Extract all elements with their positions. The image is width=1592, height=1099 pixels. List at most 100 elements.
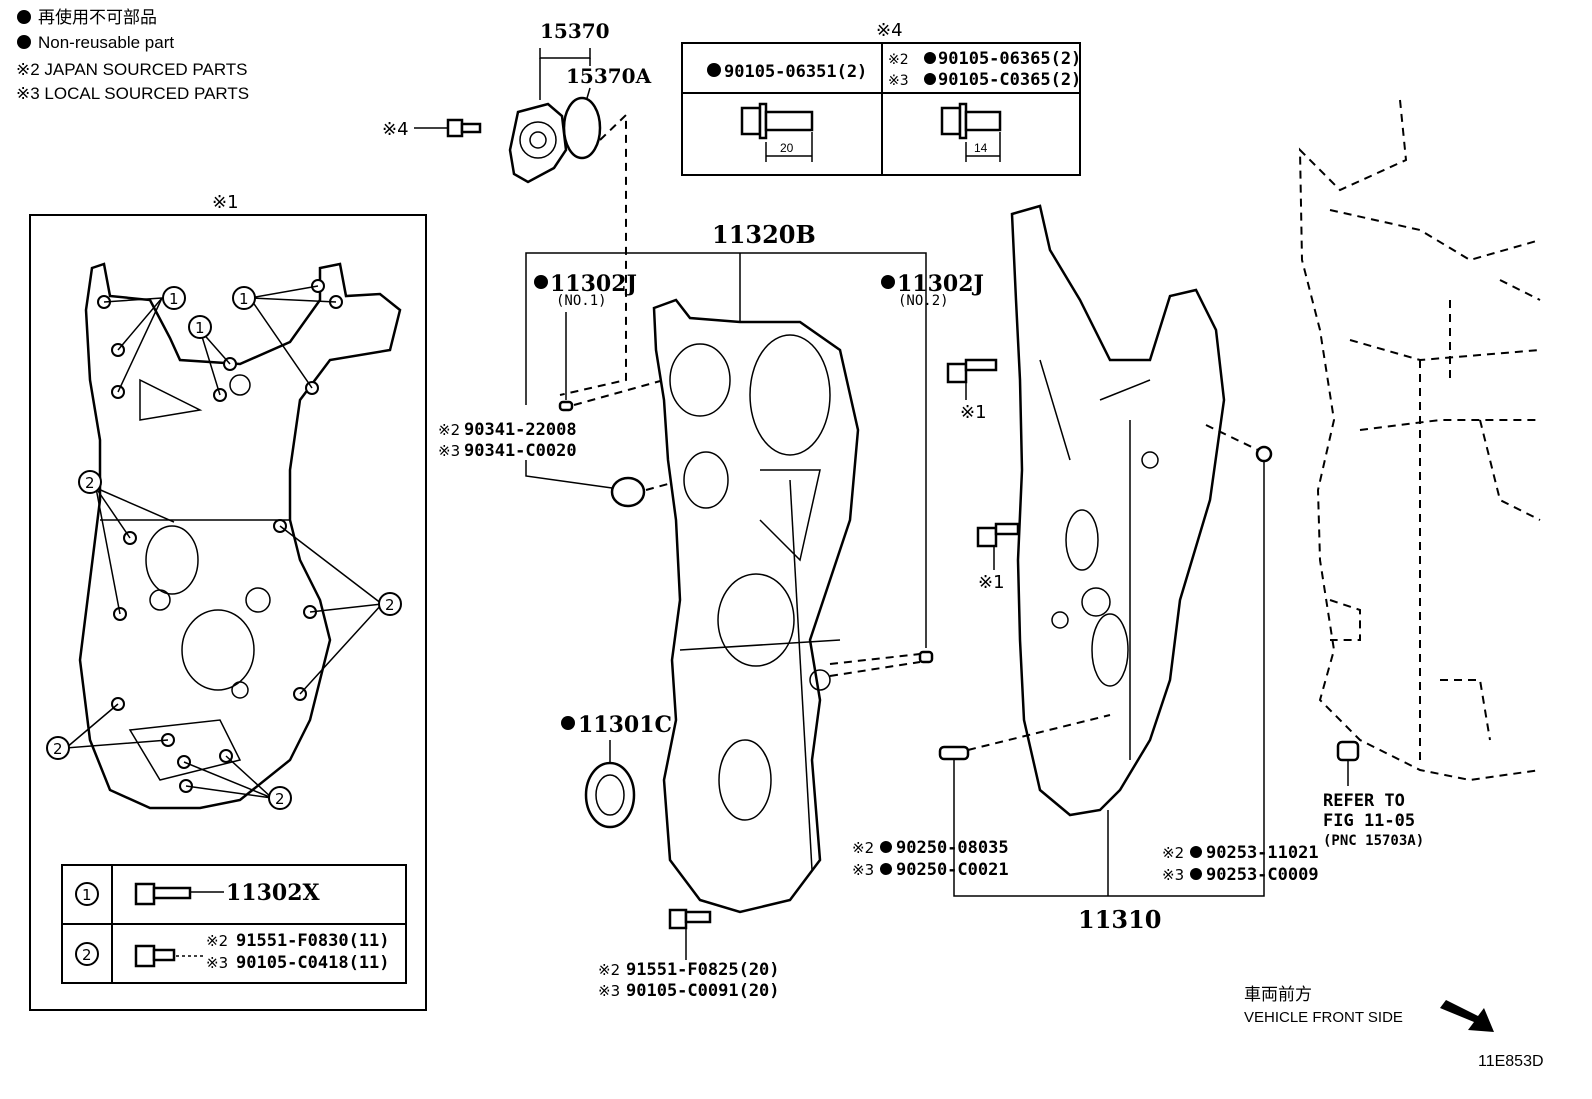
- plug-icon: [610, 476, 646, 508]
- refer-line3: (PNC 15703A): [1323, 833, 1424, 849]
- length-right: 14: [974, 141, 988, 155]
- label-11301C: 11301C: [578, 712, 672, 738]
- callout-1: [188, 315, 212, 339]
- bolt-key-table: 1 2 11302X ※2 91551-F0830(11) ※3 90105-C…: [61, 864, 407, 984]
- key2-jp: 91551-F0830(11): [236, 931, 390, 951]
- legend-local-sourced: ※3 LOCAL SOURCED PARTS: [16, 84, 249, 103]
- part-11310-group: ※1 ※1 ※2 90250-08035 ※3 90250-C0021 ※2: [852, 204, 1319, 934]
- callout-1: [162, 286, 186, 310]
- note1-marker: ※1: [212, 192, 239, 213]
- svg-text:※3: ※3: [598, 982, 620, 1000]
- refer-line1: REFER TO: [1323, 791, 1405, 811]
- oil-pump-body: [508, 102, 568, 184]
- bolt-table: ※4 90105-06351(2) ※2 90105-06365(2) ※3 9…: [681, 20, 1081, 176]
- pin-11302J-no1: [558, 400, 574, 412]
- svg-text:※2: ※2: [598, 961, 620, 979]
- svg-text:※2: ※2: [1162, 844, 1184, 862]
- table-note4: ※4: [876, 20, 903, 41]
- plug-icon: [1336, 740, 1360, 762]
- ring-icon: [1255, 445, 1273, 463]
- pin-local: 90250-C0021: [896, 860, 1009, 880]
- bolt-icon: [668, 908, 712, 930]
- svg-text:※2: ※2: [206, 932, 228, 950]
- legend-non-reusable: Non-reusable part: [38, 33, 174, 52]
- part-15370-group: 15370 15370A ※4: [382, 19, 652, 396]
- gasket-box: ※1 1 1 1: [29, 192, 427, 1011]
- bullet-icon: [707, 63, 721, 77]
- svg-text:2: 2: [275, 790, 285, 808]
- refer-line2: FIG 11-05: [1323, 811, 1415, 831]
- timing-chain-cover-11320B: [652, 298, 860, 914]
- arrow-icon: [1440, 1000, 1494, 1032]
- o-ring-15370A: [562, 96, 602, 160]
- label-11310: 11310: [1078, 905, 1162, 934]
- bolt-icon: 20: [740, 102, 814, 162]
- callout-2: [78, 470, 102, 494]
- bolt-icon: [976, 522, 1020, 548]
- callout-2: [75, 942, 99, 966]
- bullet-icon: [924, 73, 936, 85]
- bolt-icon: 14: [940, 102, 1002, 162]
- table-left-part: 90105-06351(2): [724, 62, 867, 82]
- table-right-local: 90105-C0365(2): [938, 70, 1081, 90]
- svg-text:1: 1: [239, 290, 249, 308]
- figure-id: 11E853D: [1478, 1053, 1544, 1070]
- plug-local: 90341-C0020: [464, 441, 577, 461]
- svg-text:2: 2: [385, 596, 395, 614]
- svg-text:2: 2: [53, 740, 63, 758]
- label-no1: (NO.1): [556, 293, 607, 309]
- svg-text:※3: ※3: [1162, 866, 1184, 884]
- legend-japan-sourced: ※2 JAPAN SOURCED PARTS: [16, 60, 248, 79]
- bullet-icon: [1190, 846, 1202, 858]
- engine-block-outline: REFER TO FIG 11-05 (PNC 15703A): [1298, 99, 1541, 849]
- svg-text:1: 1: [195, 319, 205, 337]
- svg-text:2: 2: [85, 474, 95, 492]
- length-left: 20: [780, 141, 794, 155]
- svg-text:2: 2: [82, 946, 92, 964]
- note2-marker: ※2: [888, 52, 909, 68]
- bullet-icon: [1190, 868, 1202, 880]
- label-no2: (NO.2): [898, 293, 949, 309]
- plug-jp: 90341-22008: [464, 420, 577, 440]
- oil-seal-11301C: [584, 761, 636, 829]
- callout-1: [232, 286, 256, 310]
- legend: 再使用不可部品 Non-reusable part ※2 JAPAN SOURC…: [16, 7, 249, 103]
- bolt-icon: [946, 358, 998, 384]
- table-right-jp: 90105-06365(2): [938, 49, 1081, 69]
- bullet-icon: [880, 841, 892, 853]
- bullet-icon: [17, 35, 31, 49]
- bolt-jp: 91551-F0825(20): [626, 960, 780, 980]
- direction-en: VEHICLE FRONT SIDE: [1244, 1009, 1403, 1026]
- label-11302J-no2: 11302J: [897, 271, 984, 297]
- bolt-local: 90105-C0091(20): [626, 981, 780, 1001]
- note1-marker: ※1: [960, 402, 987, 423]
- svg-text:※2: ※2: [438, 421, 460, 439]
- bolt-icon: [446, 118, 464, 138]
- pin-jp: 90250-08035: [896, 838, 1009, 858]
- label-11302X: 11302X: [226, 880, 321, 906]
- note4-marker: ※4: [382, 119, 409, 140]
- note3-marker: ※3: [888, 73, 909, 89]
- svg-text:1: 1: [169, 290, 179, 308]
- callout-2: [268, 786, 292, 810]
- label-11302J-no1: 11302J: [550, 271, 637, 297]
- ring-jp: 90253-11021: [1206, 843, 1319, 863]
- bullet-icon: [880, 863, 892, 875]
- direction-jp: 車両前方: [1244, 985, 1312, 1004]
- pin-11302J-no2: [918, 650, 934, 664]
- label-15370A: 15370A: [566, 64, 652, 88]
- pin-icon: [938, 745, 970, 761]
- bullet-icon: [881, 275, 895, 289]
- vehicle-direction: 車両前方 VEHICLE FRONT SIDE: [1244, 985, 1494, 1032]
- ring-local: 90253-C0009: [1206, 865, 1319, 885]
- svg-text:※2: ※2: [852, 839, 874, 857]
- legend-jp: 再使用不可部品: [38, 7, 157, 27]
- timing-chain-cover-11310: [1010, 204, 1226, 817]
- label-15370: 15370: [540, 19, 610, 43]
- key2-local: 90105-C0418(11): [236, 953, 390, 973]
- callout-1: [75, 882, 99, 906]
- part-11320B-group: 11320B 11302J (NO.1) 11302J (NO.2) ※2 90…: [438, 220, 984, 1001]
- bolt-icon: [134, 882, 192, 906]
